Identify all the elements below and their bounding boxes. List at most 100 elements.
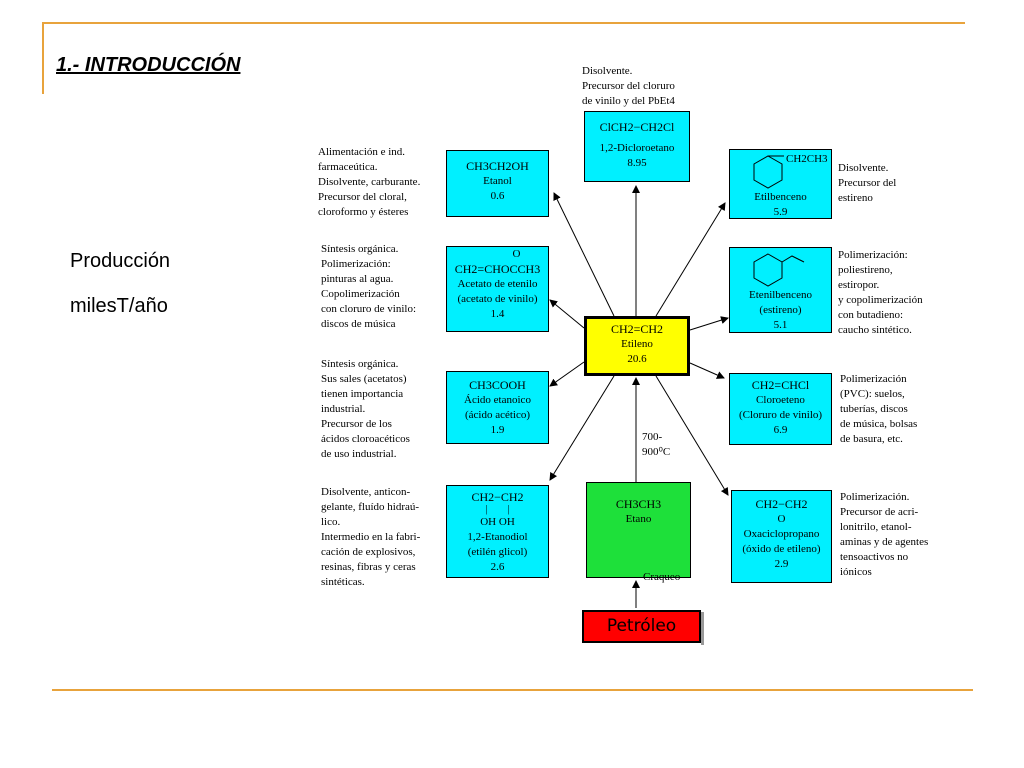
- note-line: de música, bolsas: [840, 418, 918, 430]
- oxaciclo-formula: CH2−CH2: [755, 497, 808, 511]
- etanol-value: 0.6: [490, 190, 505, 202]
- note-line: Precursor de los: [321, 418, 392, 430]
- note-line: aminas y de agentes: [840, 536, 929, 548]
- etileno-box: CH2=CH2 Etileno 20.6: [584, 316, 690, 376]
- temperature-line: 700-: [642, 431, 663, 443]
- arrow-to-oxaciclo: [655, 375, 729, 496]
- arrow-to-etanol: [553, 192, 615, 317]
- note-line: (PVC): suelos,: [840, 388, 905, 400]
- cloroeteno-box: CH2=CHCl Cloroeteno (Cloruro de vinilo) …: [729, 373, 832, 445]
- note-line: resinas, fibras y ceras: [321, 561, 416, 573]
- cloroeteno-value: 6.9: [773, 424, 788, 436]
- acetato-formula: CH2=CHOCCH3: [454, 262, 541, 276]
- note-line: Polimerización: [840, 373, 907, 385]
- note-line: y copolimerización: [838, 294, 923, 306]
- note-line: sintéticas.: [321, 576, 365, 588]
- side-label-production: Producción: [70, 250, 171, 272]
- etano-formula: CH3CH3: [615, 497, 662, 511]
- etanodiol-formula: CH2−CH2: [471, 490, 524, 504]
- etanodiol-name: 1,2-Etanodiol: [467, 531, 528, 543]
- arrow-to-estireno: [689, 316, 729, 331]
- arrow-to-etanodiol: [549, 375, 615, 481]
- etileno-value: 20.6: [627, 353, 647, 365]
- note-line: cación de explosivos,: [321, 546, 416, 558]
- note-line: discos de música: [321, 318, 396, 330]
- petroleo-shadow: [701, 612, 704, 645]
- etilbenceno-name: Etilbenceno: [754, 191, 807, 203]
- etanodiol-value: 2.6: [490, 561, 505, 573]
- note-line: Disolvente.: [582, 65, 633, 77]
- note-line: tuberías, discos: [840, 403, 908, 415]
- arrow-to-etilbenceno: [655, 202, 726, 317]
- side-label-units: milesT/año: [70, 295, 168, 317]
- note-line: gelante, fluído hidraú-: [321, 501, 420, 513]
- dicloroetano-value: 8.95: [627, 157, 647, 169]
- acetato-formula-oxygen: O: [512, 248, 521, 260]
- note-line: lico.: [321, 516, 341, 528]
- note-line: Polimerización:: [838, 249, 908, 261]
- etanodiol-box: CH2−CH2 | | OH OH 1,2-Etanodiol (etilén …: [446, 485, 549, 578]
- temperature-line: 900⁰C: [642, 446, 671, 458]
- estireno-value: 5.1: [773, 319, 788, 331]
- note-line: estiropor.: [838, 279, 880, 291]
- craqueo-label: Craqueo: [643, 571, 681, 583]
- note-line: Precursor del cloruro: [582, 80, 675, 92]
- note-line: Disolvente, anticon-: [321, 486, 411, 498]
- oxaciclo-name: Oxaciclopropano: [743, 528, 820, 540]
- acido-box: CH3COOH Ácido etanoico (ácido acético) 1…: [446, 371, 549, 444]
- note-line: con butadieno:: [838, 309, 904, 321]
- slide-title: 1.- INTRODUCCIÓN: [56, 54, 241, 76]
- note-line: Síntesis orgánica.: [321, 243, 399, 255]
- note-line: estireno: [838, 192, 873, 204]
- bottom-rule: [52, 689, 973, 691]
- note-line: Polimerización.: [840, 491, 910, 503]
- etileno-formula: CH2=CH2: [610, 322, 664, 336]
- note-line: poliestireno,: [838, 264, 893, 276]
- etano-name: Etano: [625, 513, 652, 525]
- note-line: Disolvente, carburante.: [318, 176, 421, 188]
- petroleo-box: Petróleo: [582, 610, 701, 643]
- note-line: Síntesis orgánica.: [321, 358, 399, 370]
- note-line: con cloruro de vinilo:: [321, 303, 417, 315]
- cloroeteno-note: Polimerización (PVC): suelos, tuberías, …: [840, 372, 917, 447]
- etanodiol-note: Disolvente, anticon- gelante, fluído hid…: [321, 485, 420, 590]
- etanol-name: Etanol: [483, 175, 512, 187]
- note-line: de vinilo y del PbEt4: [582, 95, 675, 107]
- note-line: Intermedio en la fabri-: [321, 531, 421, 543]
- estireno-name-alt: (estireno): [759, 304, 802, 316]
- temperature-label: 700- 900⁰C: [642, 430, 670, 460]
- acetato-box: O CH2=CHOCCH3 Acetato de etenilo (acetat…: [446, 246, 549, 332]
- oxaciclo-formula-o: O: [777, 513, 786, 525]
- note-line: tensoactivos no: [840, 551, 909, 563]
- note-line: pinturas al agua.: [321, 273, 394, 285]
- arrow-to-cloroeteno: [689, 362, 725, 379]
- cloroeteno-name-alt: (Cloruro de vinilo): [738, 409, 823, 421]
- oxaciclo-note: Polimerización. Precursor de acri- lonit…: [840, 490, 928, 580]
- etanol-formula: CH3CH2OH: [466, 159, 529, 173]
- note-line: Precursor del cloral,: [318, 191, 407, 203]
- note-line: de uso industrial.: [321, 448, 397, 460]
- etanodiol-formula-oh: OH OH: [480, 516, 515, 528]
- cloroeteno-formula: CH2=CHCl: [751, 378, 810, 392]
- acetato-value: 1.4: [490, 308, 505, 320]
- note-line: Copolimerización: [321, 288, 400, 300]
- etilbenceno-note: Disolvente. Precursor del estireno: [838, 161, 896, 206]
- note-line: ácidos cloroacéticos: [321, 433, 410, 445]
- acetato-name: Acetato de etenilo: [457, 278, 538, 290]
- note-line: industrial.: [321, 403, 366, 415]
- note-line: lonitrilo, etanol-: [840, 521, 912, 533]
- acido-name: Ácido etanoico: [464, 394, 531, 406]
- acido-note: Síntesis orgánica. Sus sales (acetatos) …: [321, 357, 410, 462]
- etanodiol-bonds: | |: [485, 504, 510, 515]
- acido-value: 1.9: [490, 424, 505, 436]
- arrow-to-acido: [549, 361, 585, 387]
- oxaciclo-box: CH2−CH2 O Oxaciclopropano (óxido de etil…: [731, 490, 832, 583]
- acido-name-alt: (ácido acético): [464, 409, 531, 421]
- etilbenceno-value: 5.9: [773, 206, 788, 218]
- dicloroetano-formula: ClCH2−CH2Cl: [599, 120, 675, 134]
- note-line: caucho sintético.: [838, 324, 912, 336]
- etanol-box: CH3CH2OH Etanol 0.6: [446, 150, 549, 217]
- etano-box: CH3CH3 Etano: [586, 482, 691, 578]
- arrow-to-acetato: [549, 299, 585, 329]
